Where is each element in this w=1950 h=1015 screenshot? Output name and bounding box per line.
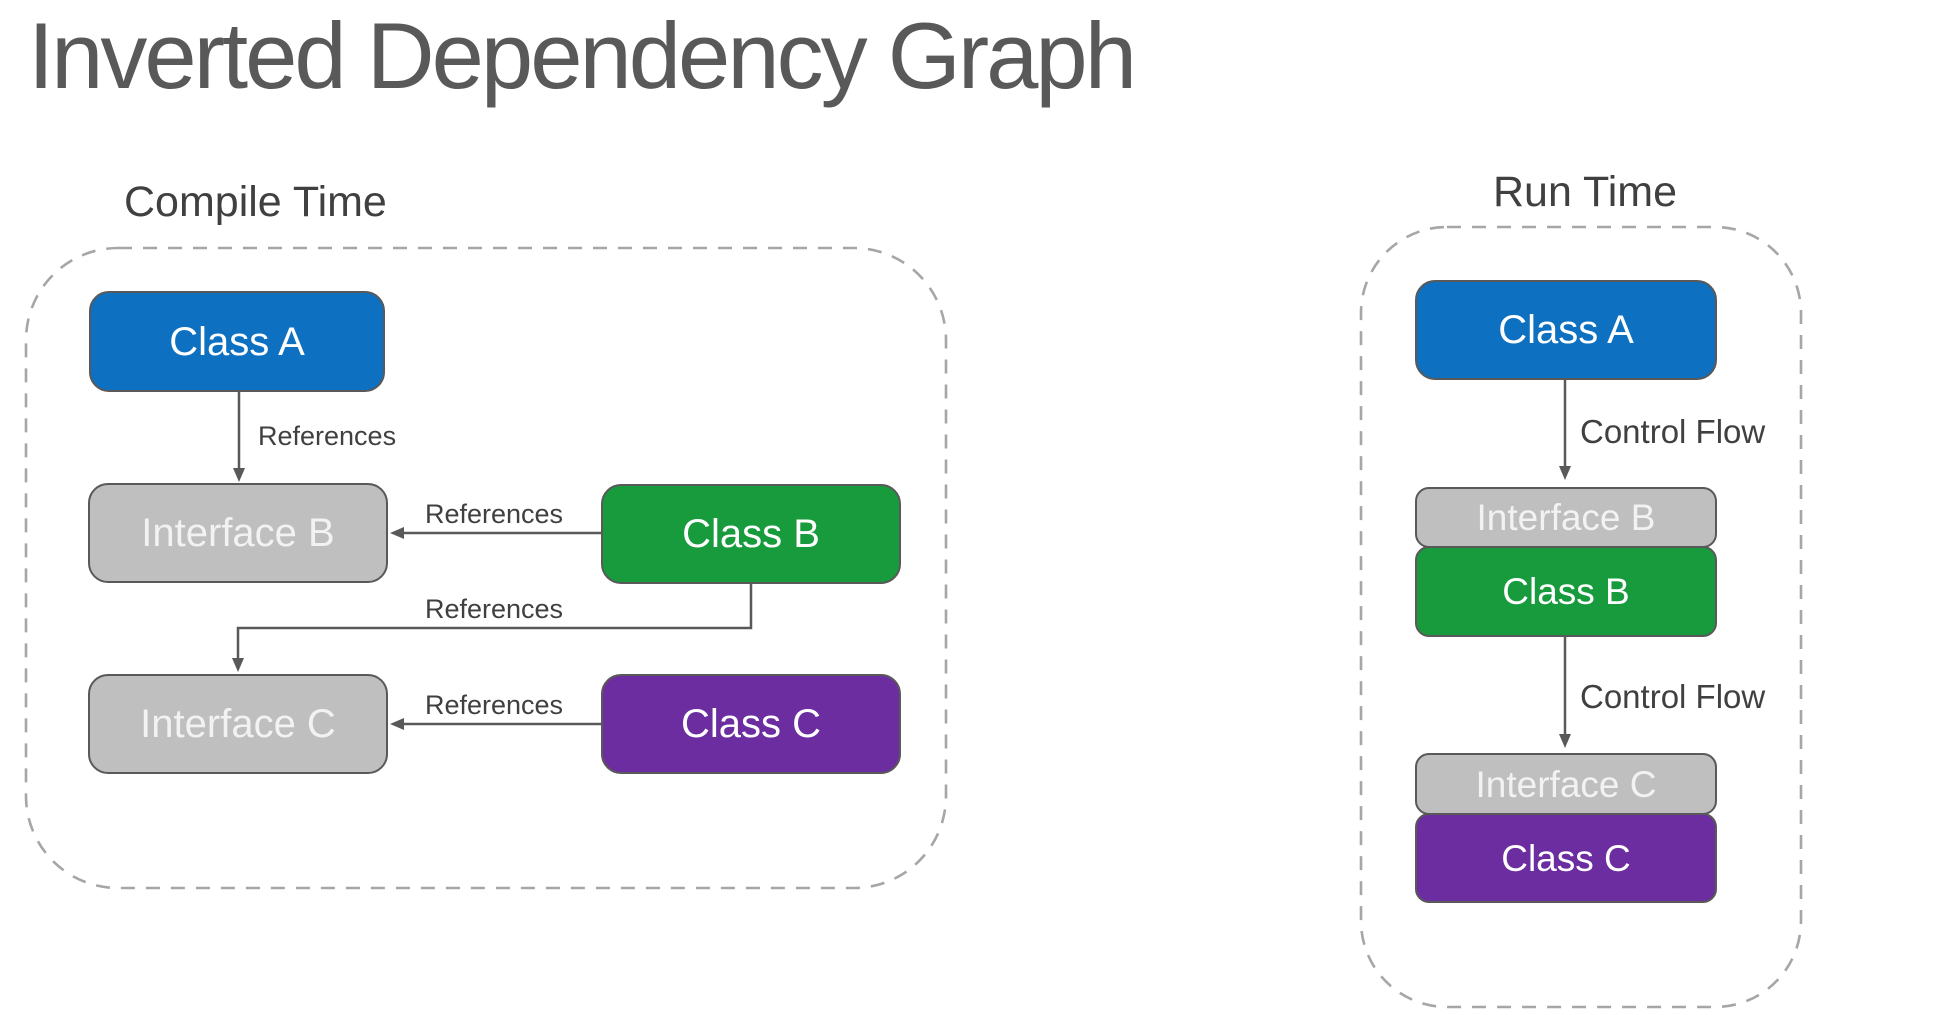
edge-label-compile-b-to-interface-b: References <box>424 499 564 529</box>
edge-label-run-a-to-interface-b: Control Flow <box>1580 413 1766 450</box>
run-node-interface-b: Interface B <box>1415 487 1717 548</box>
node-label: Class A <box>169 319 305 364</box>
arrow-run-class-b-to-interface-c <box>1559 637 1571 748</box>
edge-label-run-b-to-interface-c: Control Flow <box>1580 678 1766 715</box>
run-node-class-c: Class C <box>1415 813 1717 903</box>
run-node-class-b: Class B <box>1415 546 1717 637</box>
page-title: Inverted Dependency Graph <box>28 3 1137 108</box>
node-label: Class C <box>1501 837 1631 879</box>
run-node-class-a: Class A <box>1415 280 1717 380</box>
compile-node-interface-c: Interface C <box>88 674 388 774</box>
edge-label-compile-a-to-interface-b: References <box>258 421 397 451</box>
node-label: Interface C <box>140 702 336 746</box>
run-node-interface-c: Interface C <box>1415 753 1717 815</box>
node-label: Class A <box>1498 308 1634 352</box>
node-label: Interface C <box>1475 763 1657 805</box>
node-label: Interface B <box>141 511 335 555</box>
node-label: Class B <box>682 512 820 556</box>
compile-node-class-b: Class B <box>601 484 901 584</box>
edge-label-compile-c-to-interface-c: References <box>424 690 564 720</box>
node-label: Class C <box>680 702 822 746</box>
compile-node-class-a: Class A <box>89 291 385 392</box>
arrow-run-class-a-to-interface-b <box>1559 380 1571 480</box>
compile-node-class-c: Class C <box>601 674 901 774</box>
edge-label-compile-b-to-interface-c: References <box>424 594 564 624</box>
run-time-label: Run Time <box>1493 168 1678 216</box>
compile-time-label: Compile Time <box>124 178 387 226</box>
node-label: Class B <box>1502 571 1630 612</box>
arrow-compile-class-a-to-interface-b <box>233 392 245 482</box>
node-label: Interface B <box>1476 497 1656 538</box>
compile-node-interface-b: Interface B <box>88 483 388 583</box>
